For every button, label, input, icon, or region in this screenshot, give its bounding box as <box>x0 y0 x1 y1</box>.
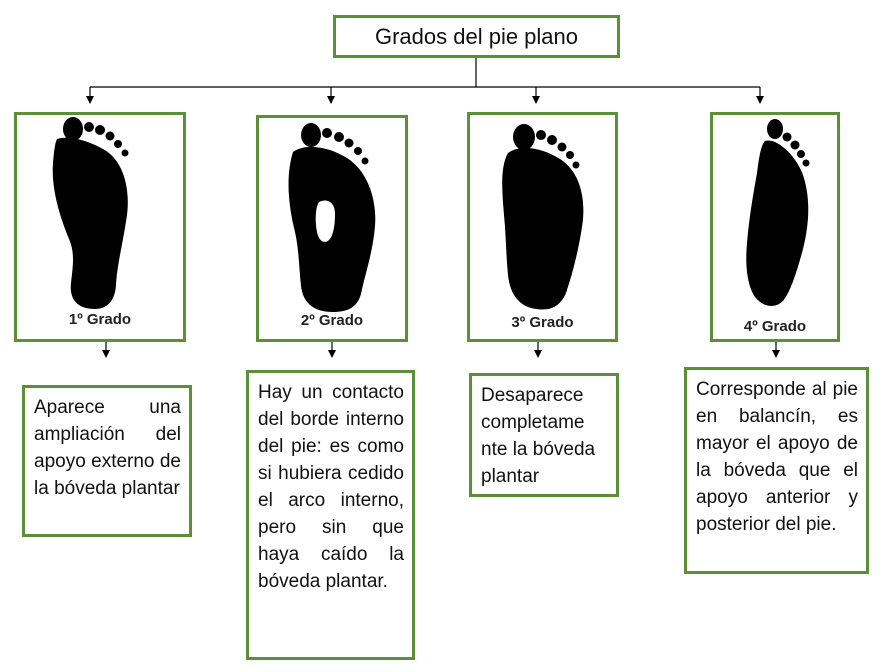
grade-4-label: 4º Grado <box>743 318 807 335</box>
grade-2-description: Hay un contacto del borde interno del pi… <box>246 370 415 660</box>
grade-2-label: 2º Grado <box>300 312 364 329</box>
grade-3-description-text: Desaparece completame nte la bóveda plan… <box>481 385 596 487</box>
grade-1-label: 1º Grado <box>68 311 132 328</box>
grade-4-box: 4º Grado <box>710 112 840 342</box>
footprint-grade-2-image <box>288 123 376 312</box>
grade-2-description-text: Hay un contacto del borde interno del pi… <box>258 382 404 592</box>
grade-1-box: 1º Grado <box>14 112 186 342</box>
grade-2-box: 2º Grado <box>256 115 408 342</box>
footprint-grade-1-image <box>52 117 129 309</box>
grade-1-description: Aparece una ampliación del apoyo externo… <box>22 385 192 537</box>
grade-4-description: Corresponde al pie en balancín, es mayor… <box>684 367 869 574</box>
diagram-title: Grados del pie plano <box>333 15 620 58</box>
footprint-grade-4-image <box>746 119 810 306</box>
grade-3-description: Desaparece completame nte la bóveda plan… <box>469 373 619 497</box>
title-text: Grados del pie plano <box>374 23 579 49</box>
grade-4-description-text: Corresponde al pie en balancín, es mayor… <box>696 379 858 535</box>
grade-1-description-text: Aparece una ampliación del apoyo externo… <box>34 397 181 499</box>
grade-3-box: 3º Grado <box>467 112 618 342</box>
footprint-grade-3-image <box>502 124 584 310</box>
grade-3-label: 3º Grado <box>511 314 574 331</box>
